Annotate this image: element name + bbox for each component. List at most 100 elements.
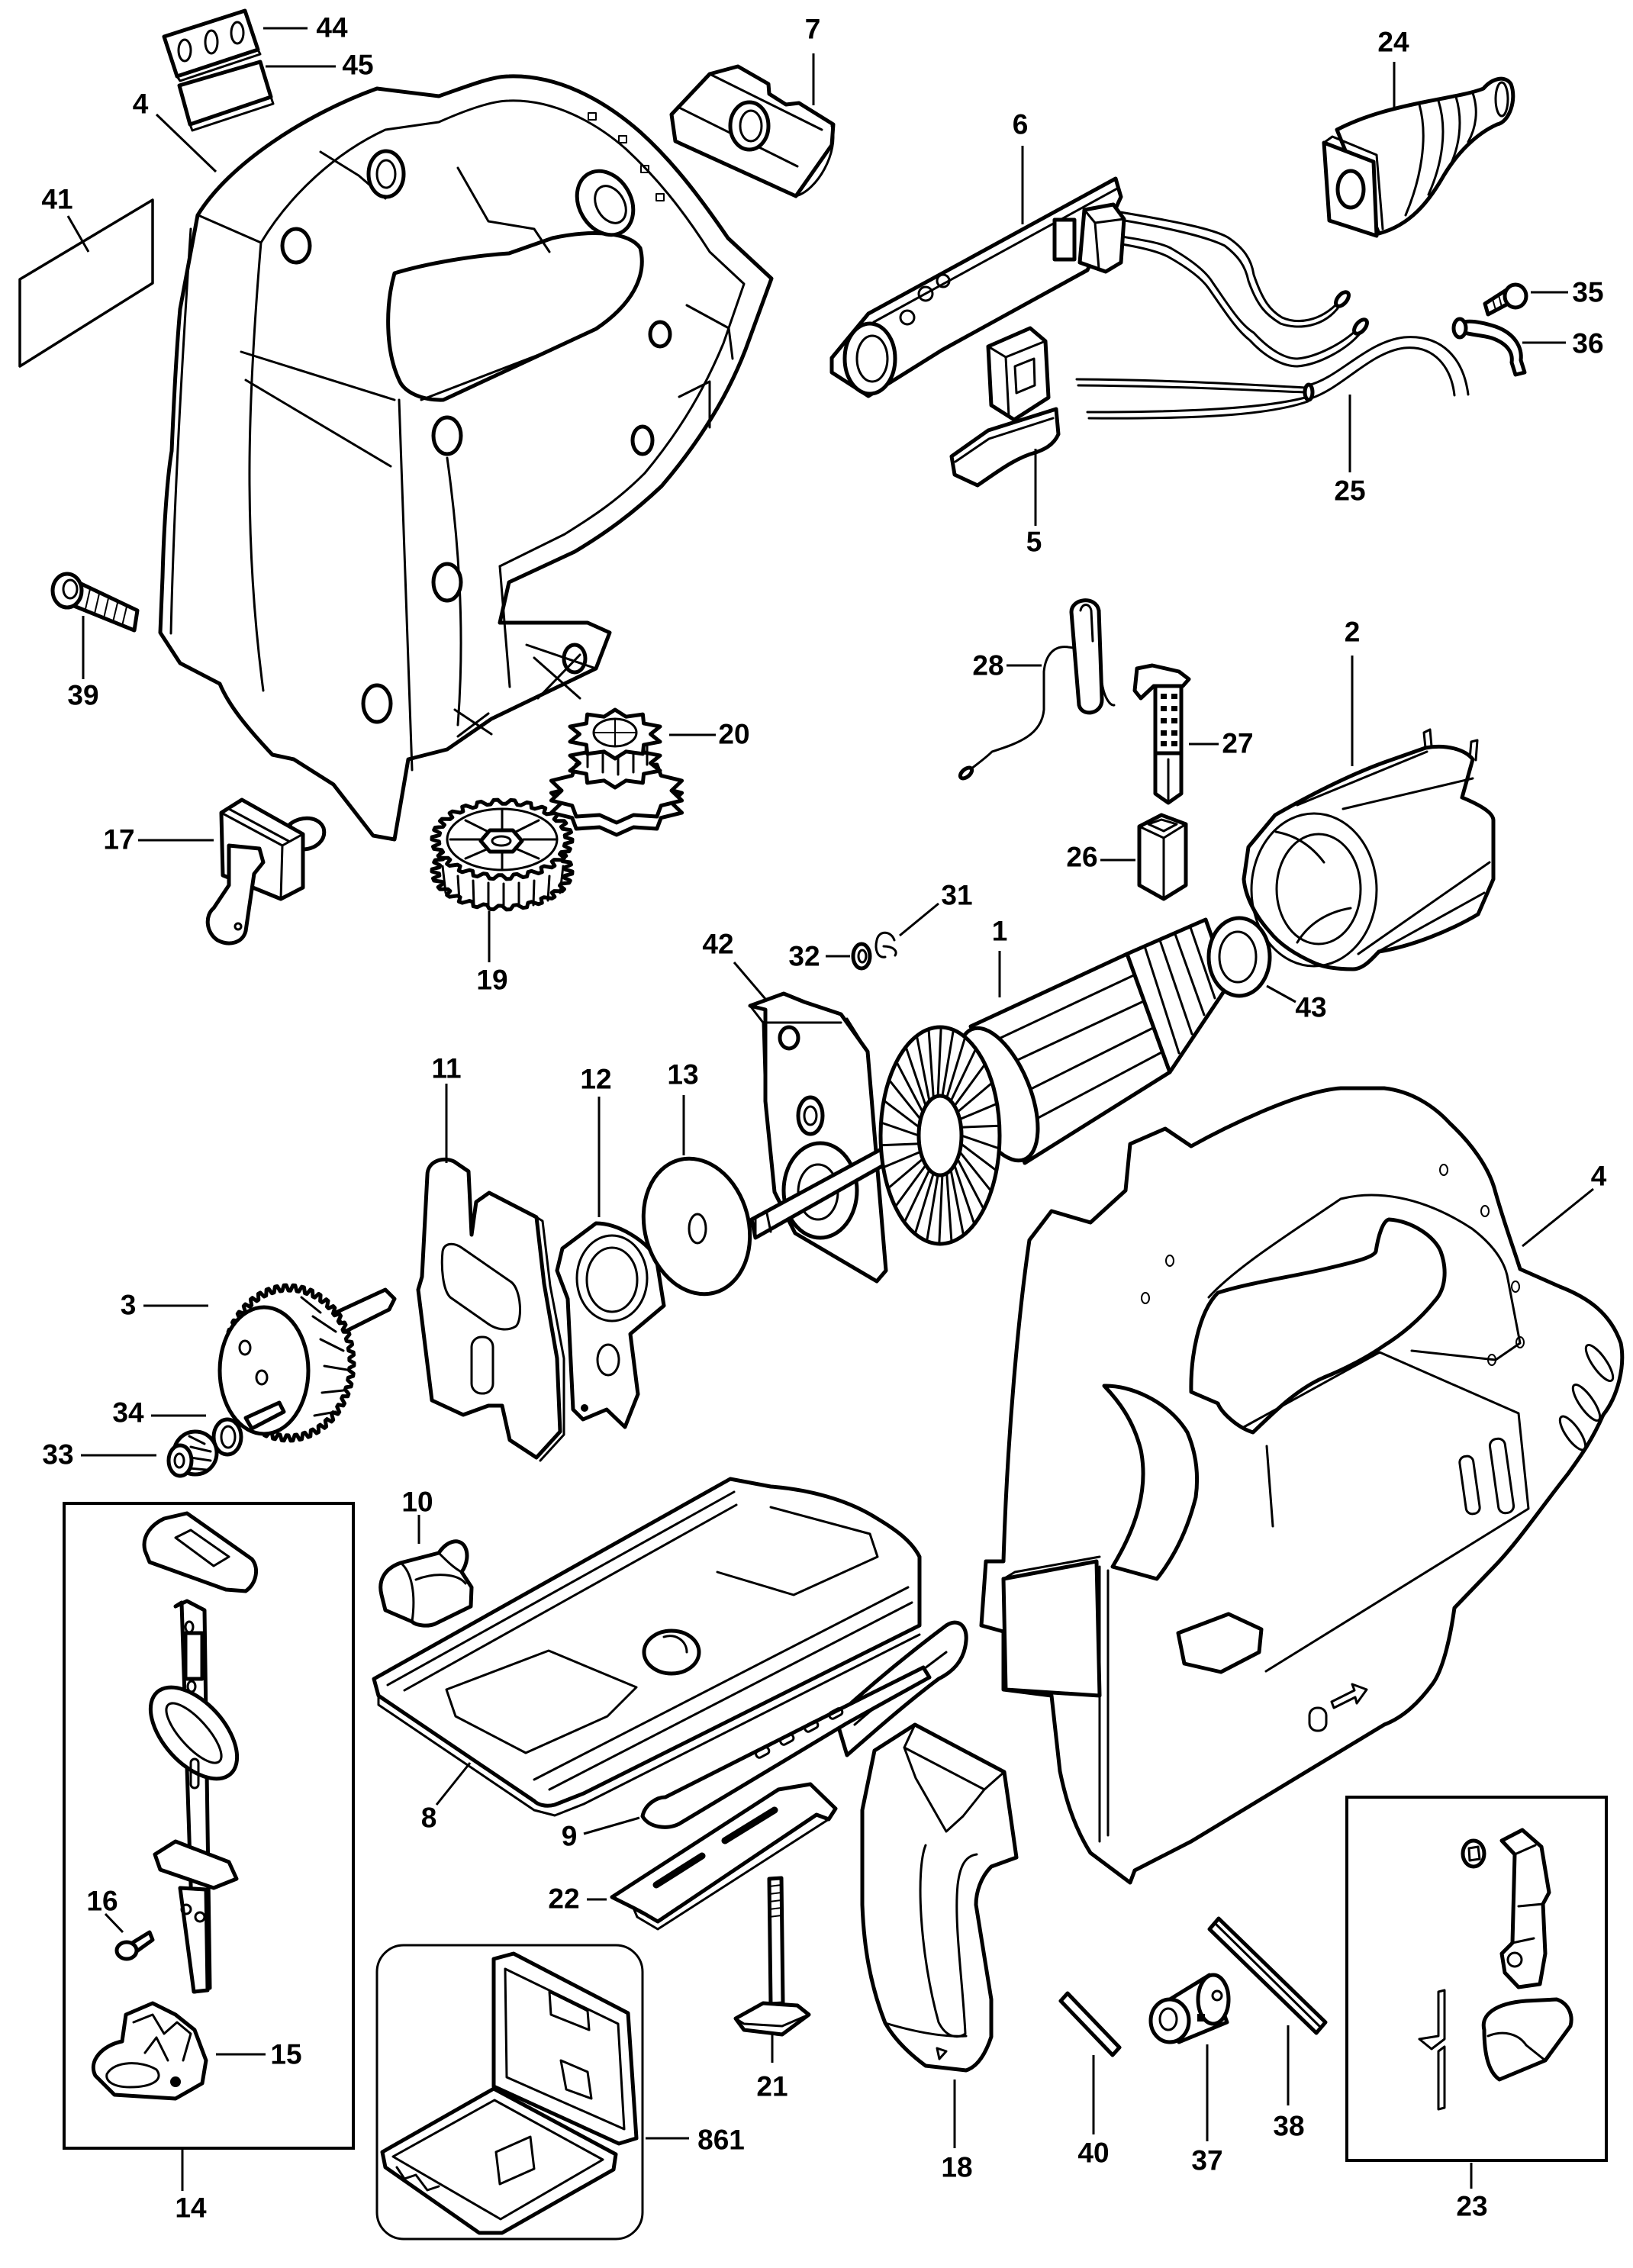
callout-16: 16 (86, 1886, 118, 1917)
part-4-housing-left (158, 74, 774, 842)
bracket-edges (749, 1004, 869, 1103)
callout-40: 40 (1077, 2138, 1109, 2169)
kit-14-rod-pin (180, 1903, 192, 1915)
callout-13: 13 (667, 1059, 698, 1091)
gasket-outline (555, 1221, 666, 1429)
base-plate-blade-slot (716, 1506, 879, 1596)
grommet-mouth (1494, 81, 1509, 118)
callout-32: 32 (788, 941, 820, 972)
screw-thread (1492, 295, 1503, 311)
armature-shaft-flats (754, 1212, 772, 1239)
bolt-thread (768, 1884, 782, 1918)
knob-knurl (188, 1435, 212, 1471)
lever-arm (205, 843, 266, 946)
gasket-ring (575, 1234, 649, 1322)
callout-42: 42 (702, 929, 733, 960)
part-12-gasket (555, 1221, 666, 1429)
shoe-insert-hole (828, 1707, 844, 1720)
badge-slot (230, 21, 245, 45)
housing-left-grip-band (198, 214, 265, 692)
callout-11: 11 (431, 1053, 461, 1084)
switch-body (986, 326, 1051, 422)
kit-14-rod (178, 1886, 210, 1994)
roller-bore (1158, 2007, 1178, 2031)
callout-25: 25 (1334, 475, 1365, 507)
cord-sheath-end (1303, 382, 1315, 402)
part-15-blade-clamp (92, 2001, 208, 2101)
part-26-brush-holder (1137, 813, 1188, 901)
module-wire (1120, 243, 1362, 368)
callout-31: 31 (941, 880, 972, 911)
module-component (899, 309, 916, 326)
part-21-bolt (733, 1876, 811, 2037)
part-44-badge (162, 8, 262, 82)
cord-sheath (1306, 336, 1470, 396)
knob-face (166, 1443, 194, 1478)
switch-trigger-edge (954, 417, 1055, 463)
part-17-lever (205, 797, 327, 946)
stator-outline (1242, 744, 1496, 971)
clamp-outline (1454, 319, 1527, 377)
base-plate-blade-guide (642, 1629, 701, 1676)
base-plate-blade-guide-detail (662, 1635, 688, 1654)
part-32-washer (851, 942, 872, 971)
leader-line-43 (1266, 984, 1296, 1004)
housing-left-boss (431, 415, 463, 456)
gasket-dot (581, 1404, 588, 1412)
callout-37: 37 (1191, 2145, 1222, 2176)
base-plate-window (445, 1649, 638, 1754)
handle-cover-top-recess (903, 1723, 1006, 1833)
callout-45: 45 (342, 50, 373, 81)
callout-2: 2 (1345, 617, 1361, 648)
module-capacitor-edge (1083, 208, 1126, 270)
callout-24: 24 (1377, 27, 1409, 58)
housing-left-hole (655, 193, 665, 201)
cord-wire (1086, 395, 1309, 420)
callout-3: 3 (121, 1290, 137, 1321)
part-31-retaining-clip (874, 931, 897, 958)
gear-spokes (449, 807, 557, 871)
crank-gear-hole (238, 1339, 252, 1356)
case-base-inserts (395, 2135, 536, 2192)
callout-labels: 44 45 4 41 7 6 24 35 36 25 5 39 28 2 27 … (41, 12, 1606, 2224)
housing-left-hole (640, 165, 649, 173)
part-19-gear (430, 797, 575, 912)
part-37-roller (1148, 1973, 1231, 2044)
guide-outline (610, 1782, 838, 1924)
housing-right-front-block-edge (1002, 1555, 1101, 1580)
part-5-switch (949, 326, 1061, 488)
callout-9: 9 (562, 1821, 578, 1852)
crank-gear-pin (243, 1400, 286, 1431)
kit-14-plunger-upper (183, 1631, 205, 1681)
kit-23-cap (1481, 1997, 1573, 2082)
housing-left-hole (618, 135, 627, 143)
pin-outline (1058, 1991, 1122, 2057)
part-18-handle-cover (860, 1722, 1019, 2073)
callout-15: 15 (270, 2039, 301, 2070)
grommet-flange-edge (1322, 135, 1384, 230)
callout-26: 26 (1066, 842, 1097, 873)
knob-contours (399, 1551, 467, 1623)
callout-44: 44 (316, 12, 348, 43)
holder-edges (1138, 823, 1187, 900)
callout-10: 10 (401, 1487, 433, 1518)
screw-thread (85, 588, 127, 627)
stator-terminals (1422, 728, 1479, 762)
screw-head (114, 1940, 139, 1961)
shoe-insert-outline (640, 1665, 932, 1829)
module-board (829, 176, 1123, 398)
gear-hub-hex (478, 828, 524, 854)
part-10-bevel-knob (378, 1539, 474, 1628)
stator-front-face (1250, 812, 1378, 968)
module-component (917, 285, 934, 302)
housing-right-arrow-mark (1330, 1683, 1368, 1709)
callout-861: 861 (697, 2125, 745, 2156)
part-9-shoe-insert (640, 1665, 932, 1829)
part-13-disc (641, 1156, 752, 1297)
lead-connector (1069, 598, 1104, 715)
callout-5: 5 (1026, 527, 1042, 558)
plate-outline (177, 60, 273, 127)
housing-right-toggle (1176, 1612, 1264, 1674)
